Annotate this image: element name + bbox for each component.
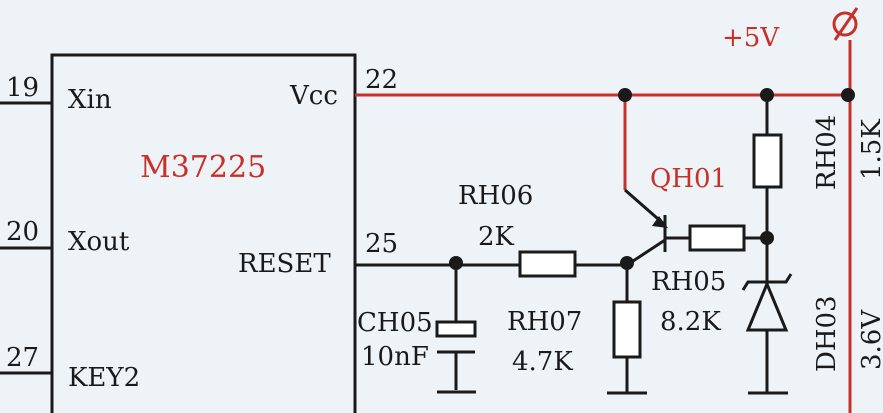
- dh03-value: 3.6V: [857, 309, 883, 370]
- qh01-ref: QH01: [650, 164, 727, 194]
- ch05-plate-top: [435, 320, 477, 338]
- capacitor-ch05: CH05 10nF: [357, 265, 477, 394]
- rh06-ref: RH06: [458, 181, 533, 211]
- pin-25-number: 25: [365, 229, 398, 259]
- transistor-qh01: QH01: [624, 164, 727, 267]
- pin-key2-label: KEY2: [68, 363, 140, 393]
- supply-voltage-label: +5V: [722, 23, 780, 53]
- dh03-ref: DH03: [812, 295, 842, 372]
- rh04-body: [752, 133, 783, 189]
- reset-junction-dot: [449, 256, 463, 270]
- qh01-collector: [626, 238, 666, 267]
- pin-xout-label: Xout: [68, 227, 130, 257]
- rh05-ref: RH05: [651, 267, 726, 297]
- dh03-triangle: [745, 280, 789, 332]
- pin-reset-label: RESET: [238, 249, 331, 279]
- supply-terminal-slash: [833, 7, 859, 41]
- rh05-value: 8.2K: [660, 307, 721, 337]
- rh04-value: 1.5K: [857, 119, 883, 180]
- ic-m37225: M37225 19 Xin 20 Xout 27 KEY2 Vcc 22 RES…: [0, 53, 398, 413]
- resistor-rh05: RH05 8.2K: [651, 224, 774, 337]
- zener-diode-dh03: DH03 3.6V: [741, 273, 883, 395]
- pin-xin-label: Xin: [68, 85, 112, 115]
- pin-19-number: 19: [6, 73, 39, 103]
- rh07-body: [612, 300, 642, 359]
- resistor-rh04: RH04 1.5K: [752, 95, 883, 282]
- supply-junction-dot: [841, 88, 855, 102]
- rh06-body: [518, 250, 577, 278]
- pin-20-number: 20: [6, 217, 39, 247]
- ch05-ref: CH05: [357, 308, 433, 338]
- pin-vcc-label: Vcc: [289, 81, 338, 111]
- pin-22-number: 22: [365, 65, 398, 95]
- ch05-value: 10nF: [361, 342, 429, 372]
- rh07-ref: RH07: [507, 307, 582, 337]
- rh07-value: 4.7K: [512, 347, 573, 377]
- power-rail: +5V: [355, 7, 859, 413]
- ic-part-number: M37225: [140, 150, 266, 185]
- ic-body-outline: [50, 53, 357, 413]
- resistor-rh06: RH06 2K: [458, 181, 577, 278]
- vcc-junction-dot: [618, 88, 632, 102]
- rh06-value: 2K: [478, 222, 515, 252]
- resistor-rh07: RH07 4.7K: [507, 265, 647, 395]
- pin-27-number: 27: [6, 343, 39, 373]
- qh01-emitter-arrow: [652, 216, 668, 228]
- rh04-ref: RH04: [812, 115, 842, 190]
- collector-junction-dot: [620, 256, 634, 270]
- supply-terminal-icon: [832, 11, 858, 37]
- rh05-body: [688, 224, 746, 252]
